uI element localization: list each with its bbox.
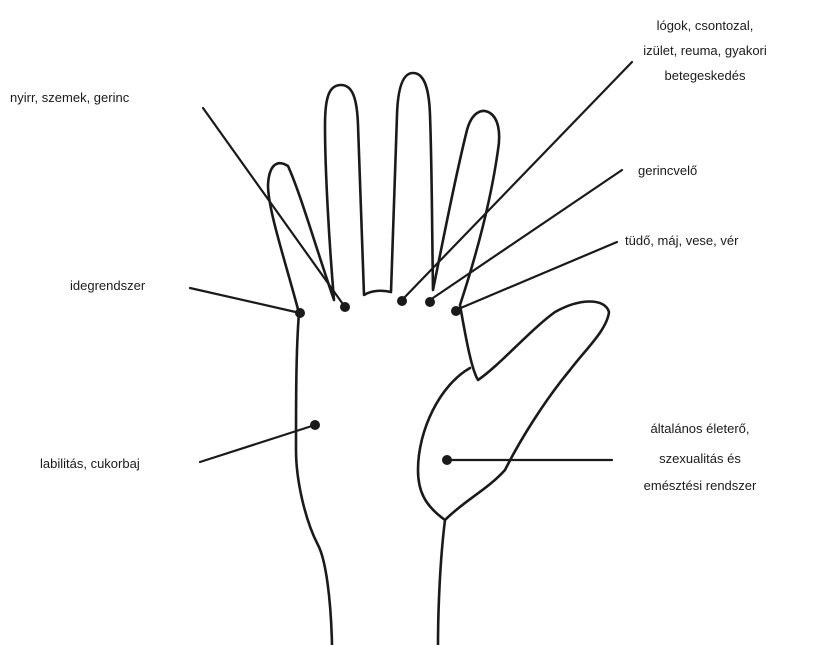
leader-joints: [402, 62, 632, 300]
label-vitality-1: általános életerő,: [650, 421, 749, 436]
leader-eyes-spine: [203, 108, 345, 307]
label-diabetes: labilitás, cukorbaj: [40, 456, 140, 471]
label-foot: lógok, csontozal,: [657, 18, 754, 33]
point-lungs: [451, 306, 461, 316]
point-diabetes: [310, 420, 320, 430]
label-vitality-3: emésztési rendszer: [644, 478, 757, 493]
hand-outline: [268, 73, 609, 645]
point-joints: [397, 296, 407, 306]
label-frequent-illness: betegeskedés: [665, 68, 746, 83]
label-joints: izület, reuma, gyakori: [643, 43, 767, 58]
point-eyes-spine: [340, 302, 350, 312]
thenar-line: [418, 368, 470, 520]
point-vitality: [442, 455, 452, 465]
point-spine-marrow: [425, 297, 435, 307]
point-nervous: [295, 308, 305, 318]
label-vitality-2: szexualitás és: [659, 451, 741, 466]
leader-nervous: [190, 288, 300, 313]
label-lungs-liver: tüdő, máj, vese, vér: [625, 233, 739, 248]
label-eyes-spine: nyirr, szemek, gerinc: [10, 90, 130, 105]
leader-diabetes: [200, 425, 315, 462]
label-nervous-system: idegrendszer: [70, 278, 146, 293]
label-spine: gerincvelő: [638, 163, 697, 178]
leader-lungs: [456, 242, 617, 310]
